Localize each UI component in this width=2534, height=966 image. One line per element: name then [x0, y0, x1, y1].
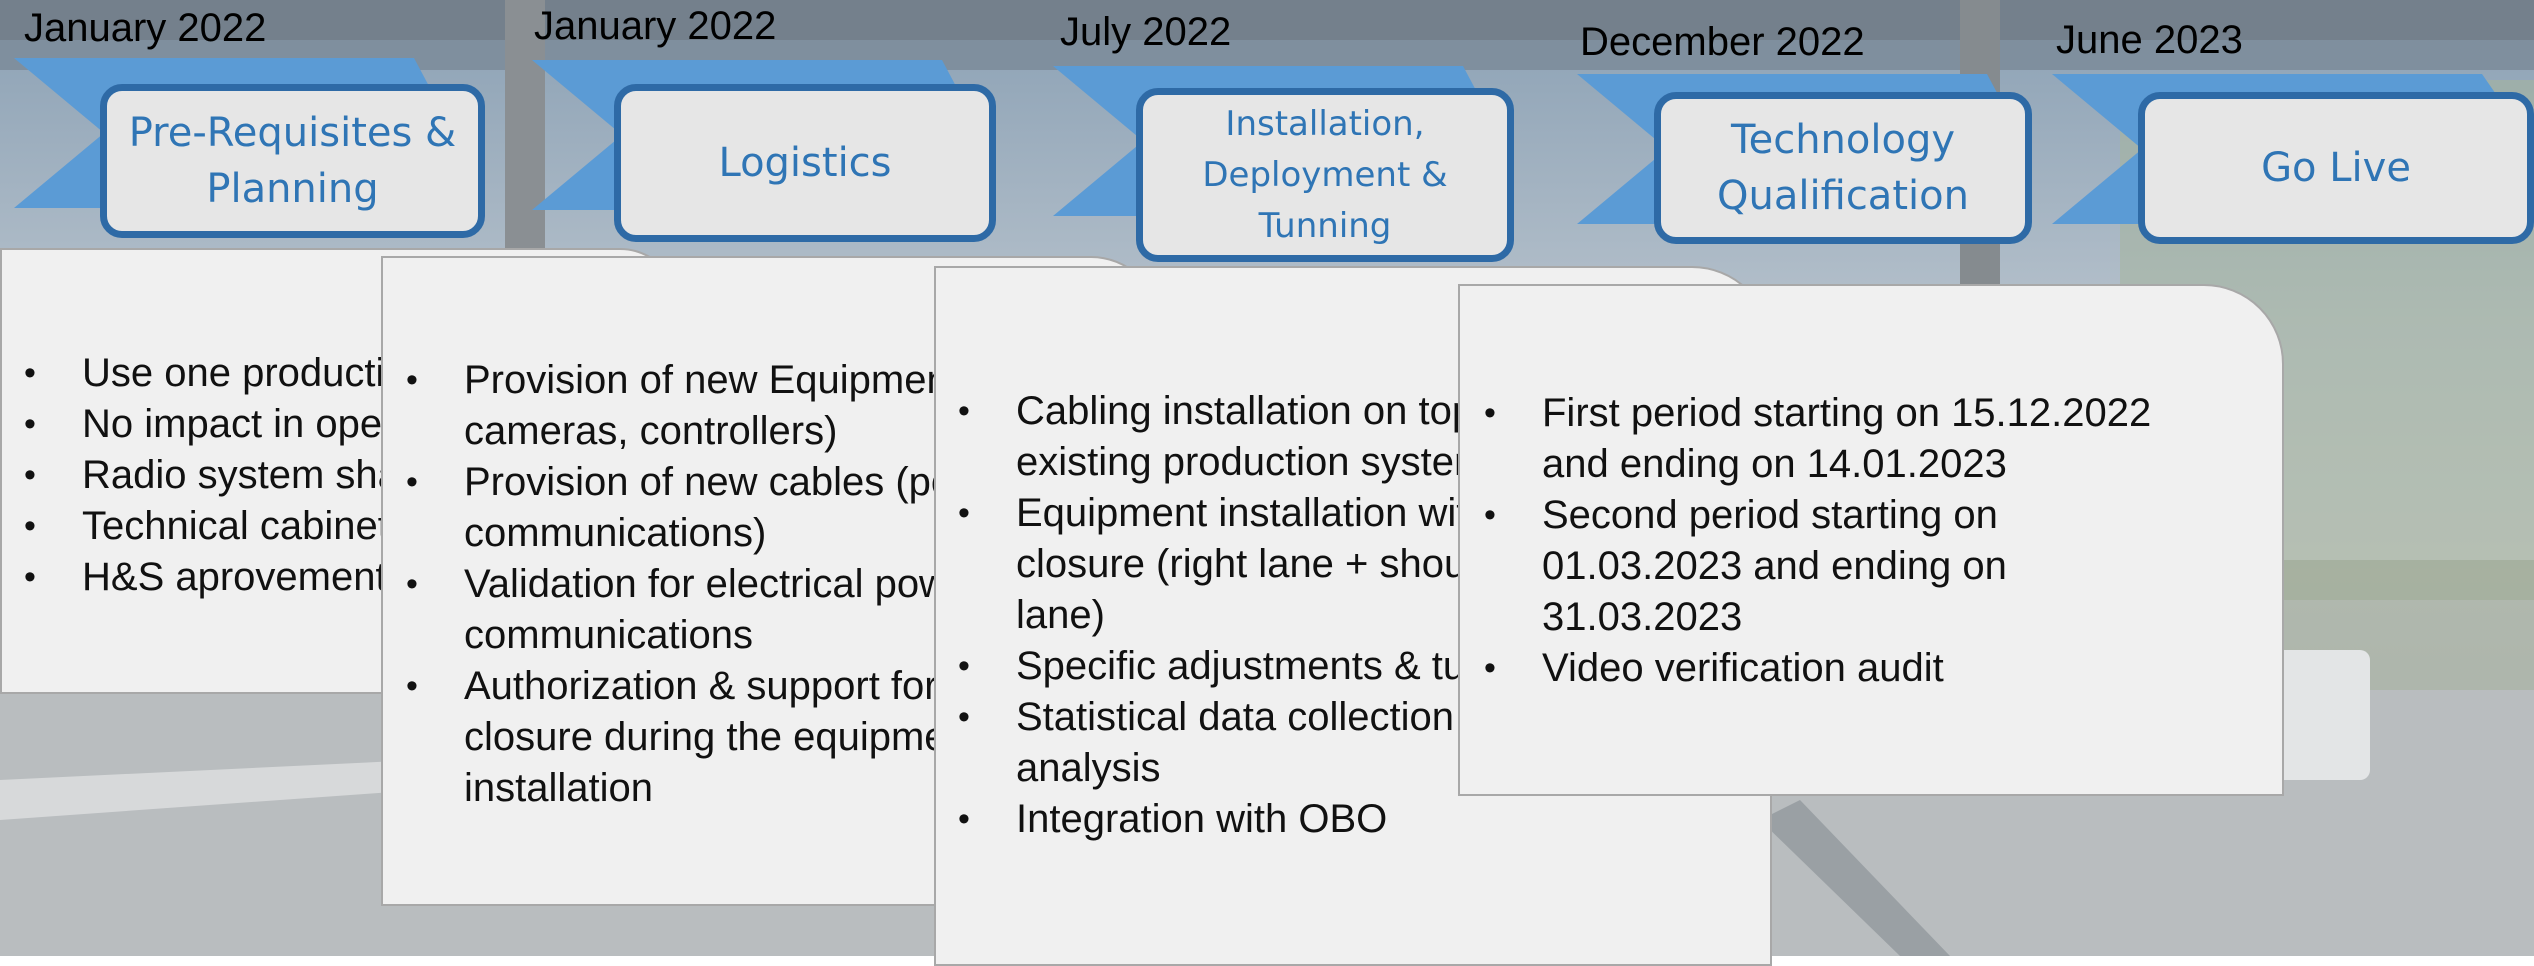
list-item: Statistical data collection and	[958, 692, 1585, 743]
list-item: H&S aprovement	[24, 552, 678, 603]
phase-title: Technology Qualification	[1654, 92, 2032, 244]
list-item: Integration with OBO	[958, 794, 1585, 845]
list-item: Validation for electrical power &	[406, 559, 1135, 610]
list-item: communications)	[464, 511, 767, 555]
phase-title: Go Live	[2138, 92, 2534, 244]
list-item: communications	[464, 613, 754, 657]
list-item: Video verification audit	[1484, 643, 2151, 694]
phase-date: June 2023	[2056, 18, 2243, 62]
phase-date: July 2022	[1060, 10, 1232, 54]
list-item: Specific adjustments & tuning	[958, 641, 1585, 692]
phase-title: Pre-Requisites & Planning	[100, 84, 485, 238]
list-item: closure (right lane + shoulder	[1016, 542, 1533, 586]
list-item: 31.03.2023	[1542, 595, 1743, 639]
phase-details-card: First period starting on 15.12.2022 and …	[1458, 284, 2284, 796]
phase-date: December 2022	[1580, 20, 1865, 64]
list-item: closure during the equipment	[464, 715, 980, 759]
list-item: analysis	[1016, 746, 1161, 790]
list-item: existing production system	[1016, 440, 1488, 484]
list-item: 01.03.2023 and ending on	[1542, 544, 2007, 588]
phase-title: Logistics	[614, 84, 996, 242]
list-item: First period starting on 15.12.2022	[1484, 388, 2151, 439]
phase-date: January 2022	[24, 6, 267, 50]
list-item: Second period starting on	[1484, 490, 2151, 541]
list-item: lane)	[1016, 593, 1105, 637]
list-item: and ending on 14.01.2023	[1542, 442, 2007, 486]
list-item: Authorization & support for lane	[406, 661, 1135, 712]
list-item: installation	[464, 766, 654, 810]
phase-title: Installation, Deployment & Tunning	[1136, 88, 1514, 262]
list-item: cameras, controllers)	[464, 409, 838, 453]
phase-date: January 2022	[534, 4, 777, 48]
